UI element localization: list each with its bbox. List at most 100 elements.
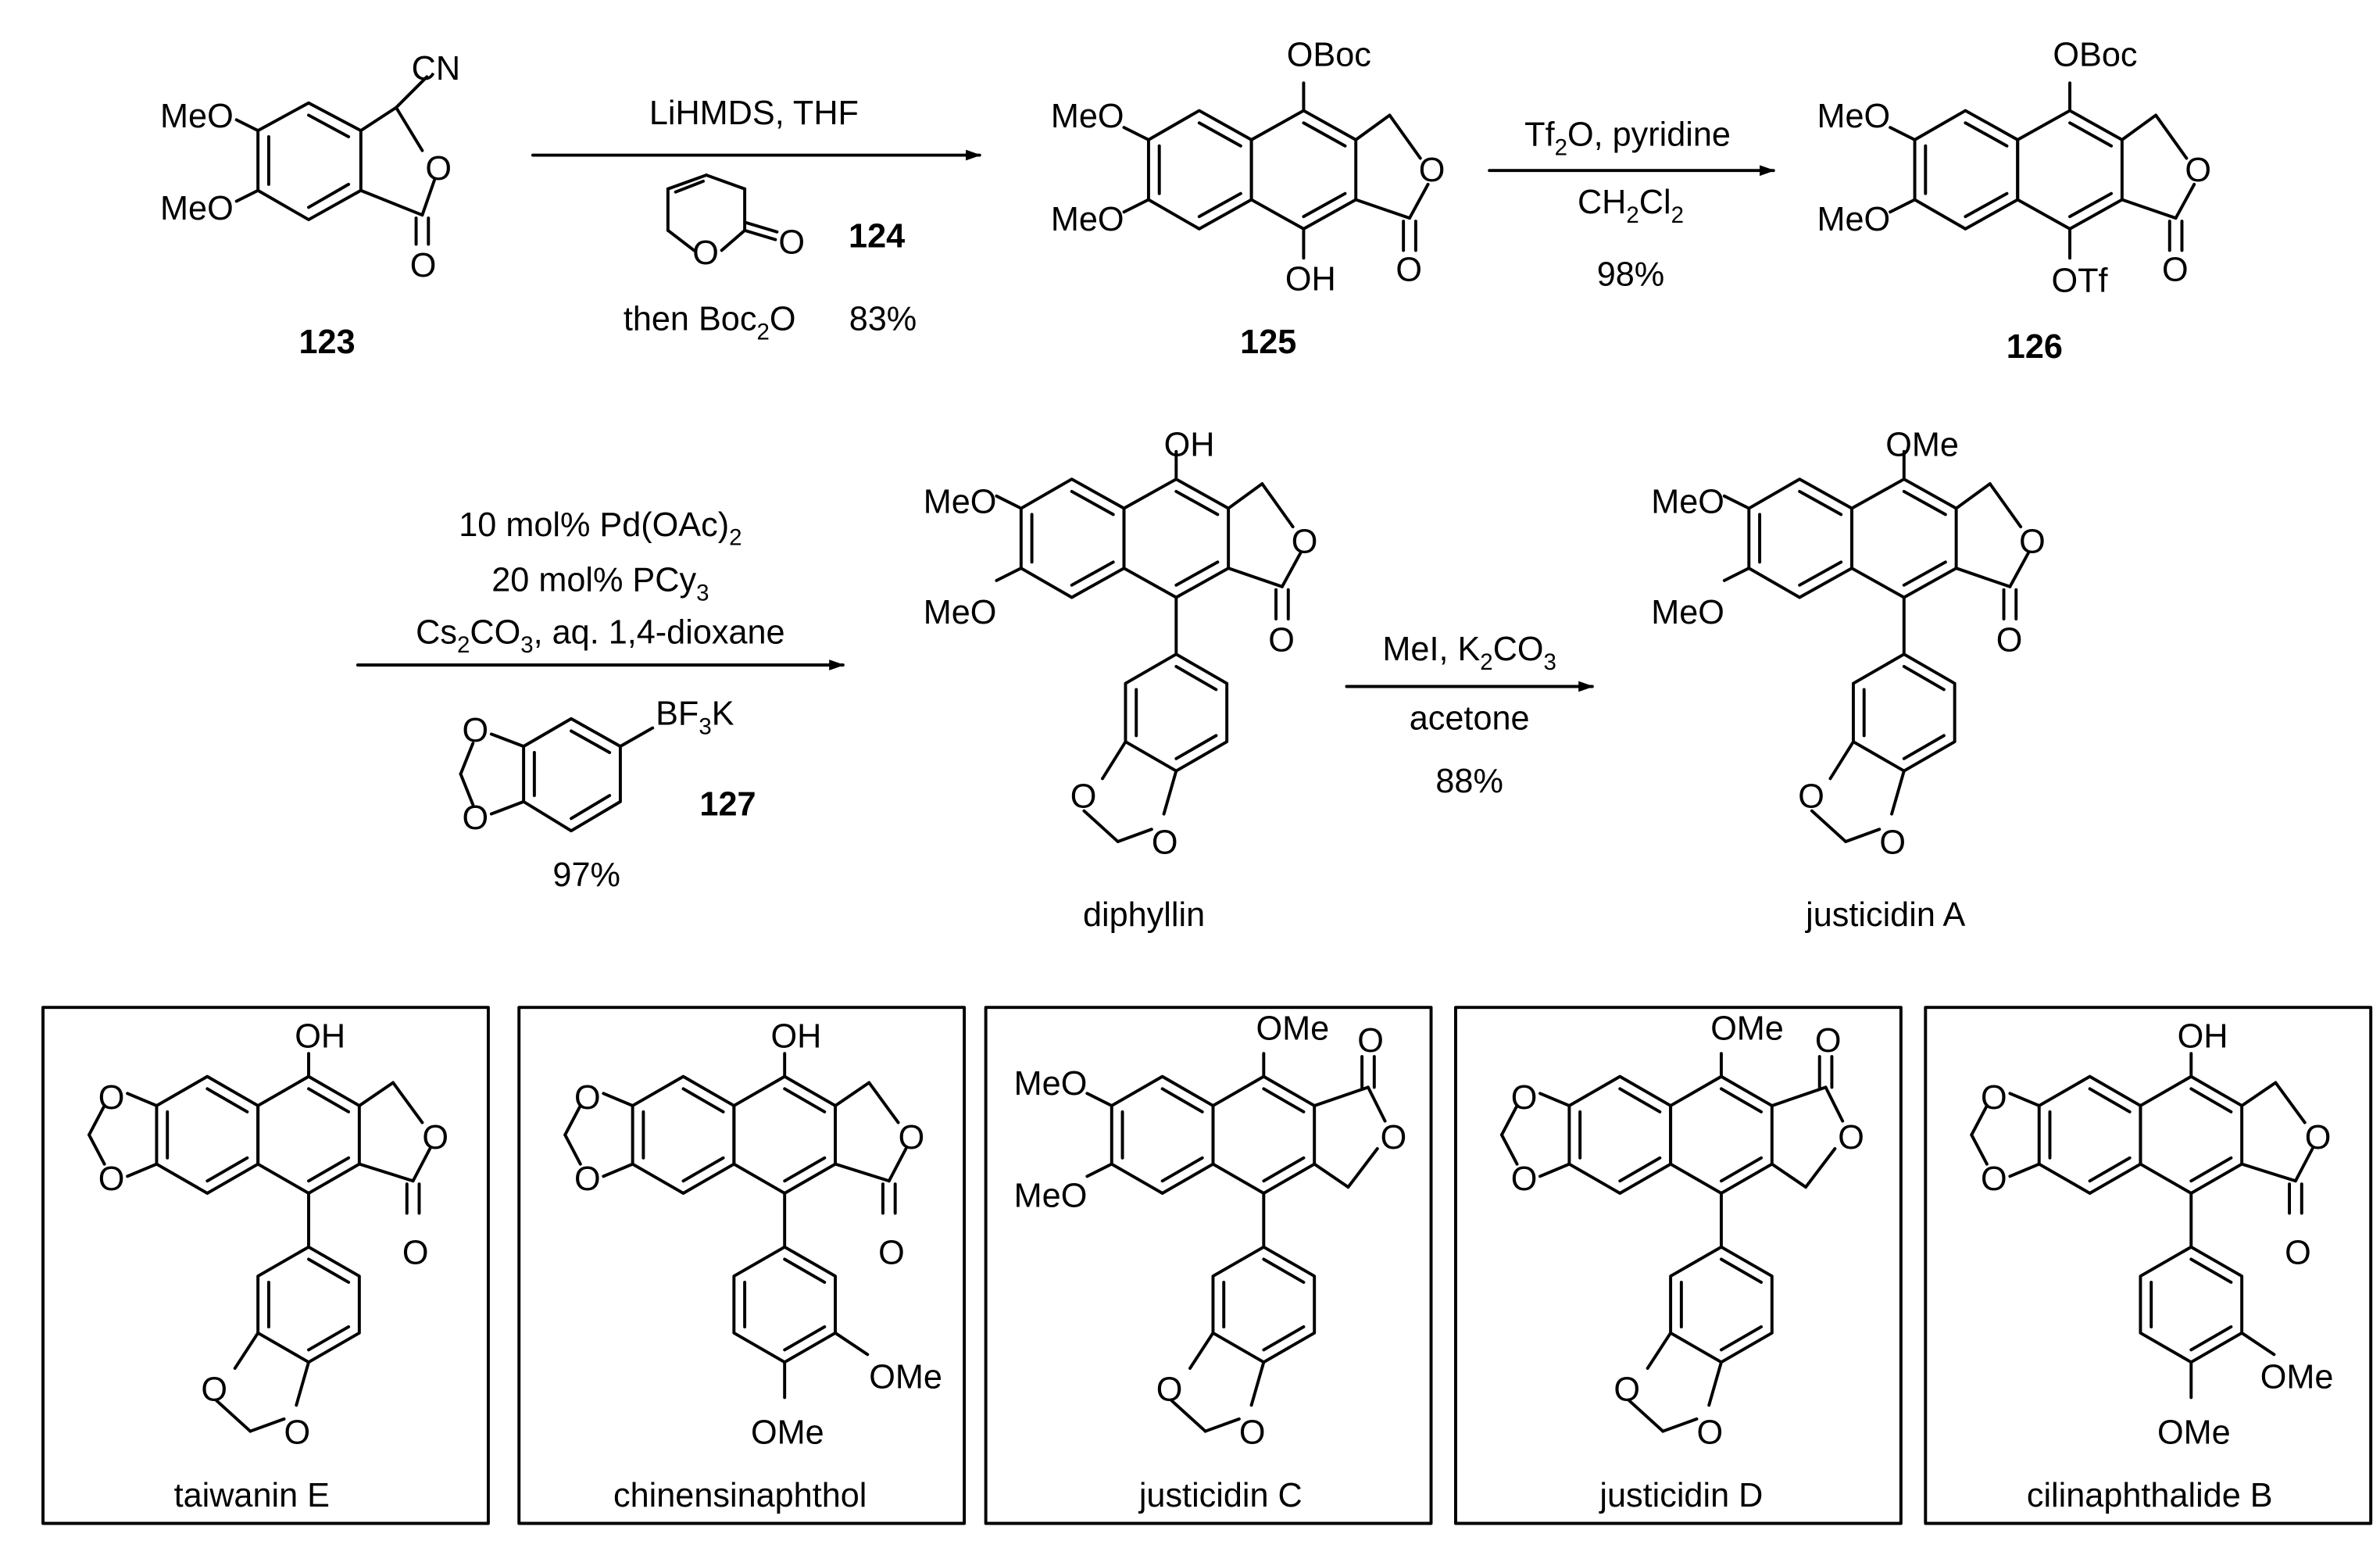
np-bonds-justicidin-c (1085, 1052, 1387, 1433)
c123-keto-o: O (410, 247, 437, 284)
boronate-o-top: O (463, 712, 489, 749)
step2-yield: 98% (1597, 256, 1665, 294)
box-chinensinaphthol (517, 1006, 967, 1525)
justicidin-a-ome: OMe (1885, 427, 1959, 464)
c126-keto-o: O (2162, 252, 2189, 289)
step3-line1: 10 mol% Pd(OAc)2 (459, 506, 742, 551)
np2-top: OMe (1256, 1010, 1330, 1047)
diphyllin-ring-o: O (1292, 524, 1318, 561)
c125-meo-bottom: MeO (1051, 201, 1124, 238)
c123-cn: CN (412, 50, 460, 88)
step3-line2: 20 mol% PCy3 (491, 562, 709, 606)
np1-ome1: OMe (869, 1359, 942, 1396)
diphyllin-name: diphyllin (1083, 896, 1205, 934)
c126-meo-top: MeO (1817, 98, 1890, 135)
butenolide-keto-o: O (778, 223, 805, 261)
justicidin-a-md-o1: O (1798, 778, 1824, 816)
box-justicidin-c (984, 1006, 1433, 1525)
c123-meo-top: MeO (160, 98, 234, 135)
compound-126-bonds (1889, 81, 2196, 260)
np2-name: justicidin C (1138, 1477, 1303, 1514)
np-bonds-justicidin-d (1499, 1052, 1845, 1433)
step4-solvent: acetone (1410, 700, 1530, 738)
np2-keto: O (1357, 1022, 1384, 1060)
c126-number: 126 (2007, 328, 2063, 366)
box-cilinaphthalide-b (1924, 1006, 2373, 1525)
step2-line2: CH2Cl2 (1578, 184, 1684, 228)
boronate-number: 127 (699, 786, 756, 824)
c125-oboc: OBoc (1287, 37, 1371, 74)
np4-md-o2: O (1981, 1160, 2007, 1198)
c126-meo-bottom: MeO (1817, 201, 1890, 238)
np-bonds-cilinaphthalide-b (1970, 1052, 2314, 1400)
np0-md-o1: O (98, 1079, 125, 1117)
justicidin-a-name: justicidin A (1804, 896, 1965, 934)
np-bonds-taiwanin-e (88, 1052, 432, 1433)
c126-oboc: OBoc (2053, 37, 2137, 74)
diphyllin-meo-bottom: MeO (924, 594, 997, 631)
np0-ar-o1: O (201, 1371, 227, 1408)
box-taiwanin-e (41, 1006, 490, 1525)
boronate-o-bottom: O (463, 799, 489, 837)
np3-md-o2: O (1511, 1160, 1538, 1198)
compound-123-bonds (234, 75, 437, 246)
step1-yield: 83% (849, 301, 917, 338)
np3-ar-o2: O (1697, 1414, 1724, 1451)
c125-meo-top: MeO (1051, 98, 1124, 135)
step4-yield: 88% (1435, 763, 1503, 800)
box-justicidin-d (1454, 1006, 1903, 1525)
np3-name: justicidin D (1598, 1477, 1763, 1514)
np0-keto: O (402, 1234, 429, 1271)
justicidin-a-meo-bottom: MeO (1651, 594, 1724, 631)
np4-md-o1: O (1981, 1079, 2007, 1117)
step3-boronate: BF3K (656, 695, 734, 740)
diphyllin-keto-o: O (1268, 621, 1295, 659)
justicidin-a-md-o2: O (1879, 824, 1906, 862)
butenolide-ring-o: O (692, 234, 719, 272)
c123-ring-o: O (425, 150, 452, 188)
diphyllin-oh: OH (1164, 427, 1215, 464)
step1-followup: then Boc2O (624, 301, 796, 345)
np3-ring-o: O (1838, 1119, 1864, 1157)
justicidin-a-bonds (1722, 449, 2030, 843)
step1-reagent: LiHMDS, THF (649, 95, 859, 132)
np3-top: OMe (1710, 1010, 1784, 1047)
np2-ring-o: O (1381, 1119, 1407, 1157)
np3-md-o1: O (1511, 1079, 1538, 1117)
np3-ar-o1: O (1613, 1371, 1640, 1408)
np4-keto: O (2285, 1234, 2311, 1271)
np4-ome2: OMe (2157, 1414, 2231, 1451)
np4-ring-o: O (2305, 1119, 2332, 1157)
np1-name: chinensinaphthol (613, 1477, 867, 1514)
np0-name: taiwanin E (174, 1477, 330, 1514)
np1-md-o2: O (574, 1160, 601, 1198)
diphyllin-md-o2: O (1152, 824, 1178, 862)
diphyllin-meo-top: MeO (924, 483, 997, 520)
c125-oh: OH (1285, 260, 1336, 298)
step4-line1: MeI, K2CO3 (1382, 631, 1556, 675)
np4-name: cilinaphthalide B (2027, 1477, 2273, 1514)
compound-125-bonds (1122, 81, 1430, 260)
np2-ar-o1: O (1156, 1371, 1183, 1408)
np1-ome2: OMe (751, 1414, 824, 1451)
c126-ring-o: O (2185, 152, 2211, 189)
np3-keto: O (1815, 1022, 1842, 1060)
np4-ome1: OMe (2260, 1359, 2334, 1396)
np2-meo2: MeO (1014, 1178, 1088, 1215)
justicidin-a-ring-o: O (2019, 524, 2046, 561)
c123-number: 123 (299, 324, 356, 361)
diphyllin-bonds (995, 449, 1303, 843)
butenolide-number: 124 (849, 217, 905, 255)
np0-ring-o: O (422, 1119, 448, 1157)
justicidin-a-meo-top: MeO (1651, 483, 1724, 520)
np2-ar-o2: O (1239, 1414, 1266, 1451)
butenolide-124-bonds (666, 173, 779, 252)
np0-ar-o2: O (284, 1414, 311, 1451)
diphyllin-md-o1: O (1070, 778, 1097, 816)
step2-line1: Tf2O, pyridine (1524, 116, 1731, 161)
c125-keto-o: O (1395, 252, 1422, 289)
c125-ring-o: O (1419, 152, 1446, 189)
justicidin-a-keto-o: O (1996, 621, 2023, 659)
